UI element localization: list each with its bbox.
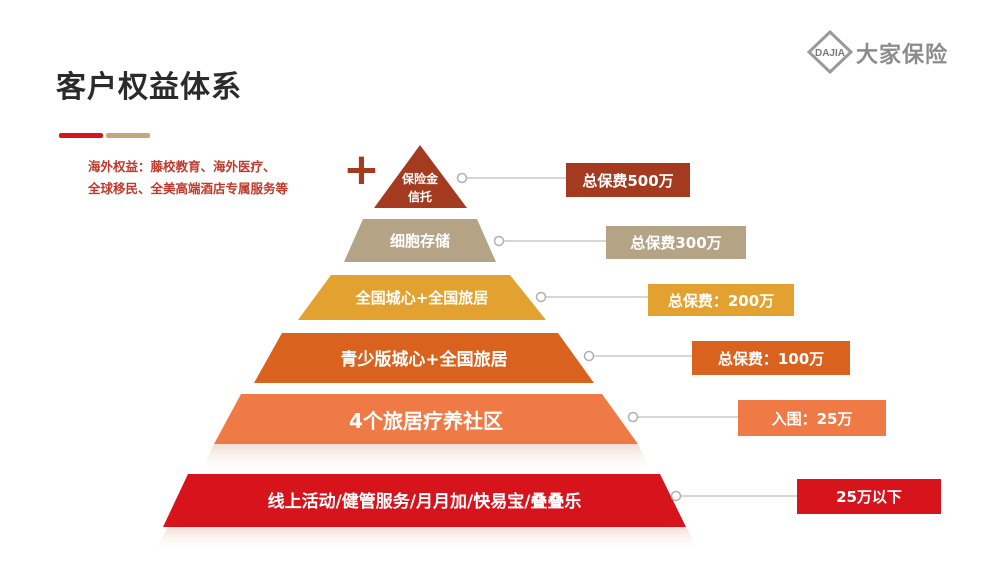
band-6-reflection xyxy=(154,527,700,552)
overseas-line-1: 海外权益：藤校教育、海外医疗、 xyxy=(88,159,276,174)
connector-dot-5 xyxy=(627,411,639,423)
level-3-tag: 总保费：200万 xyxy=(648,284,794,316)
page-title: 客户权益体系 xyxy=(56,70,242,105)
connector-dot-3 xyxy=(535,291,547,303)
brand-mark-text: DAJIA xyxy=(815,48,845,59)
level-2-label: 细胞存储 xyxy=(389,232,450,250)
pyramid-level-6 xyxy=(163,474,686,527)
title-underline-gold xyxy=(106,133,150,138)
overseas-line-2: 全球移民、全美高端酒店专属服务等 xyxy=(88,181,289,196)
level-1-label-line-2: 信托 xyxy=(407,190,432,204)
pyramid-level-3 xyxy=(298,275,546,320)
pyramid-level-2 xyxy=(344,219,496,262)
connector-dot-1 xyxy=(456,172,468,184)
connector-dot-4 xyxy=(583,350,595,362)
overseas-benefits: 海外权益：藤校教育、海外医疗、 全球移民、全美高端酒店专属服务等 xyxy=(88,156,338,200)
band-5-reflection xyxy=(200,444,652,474)
pyramid-level-1 xyxy=(374,145,467,208)
pyramid-level-4 xyxy=(254,333,594,383)
connector-dot-2 xyxy=(493,235,505,247)
plus-icon: + xyxy=(343,144,380,195)
level-5-tag: 入围：25万 xyxy=(738,400,886,436)
level-1-label: 保险金 信托 xyxy=(390,170,450,206)
level-4-label: 青少版城心+全国旅居 xyxy=(340,350,508,370)
level-1-tag: 总保费500万 xyxy=(566,163,690,197)
level-5-label: 4个旅居疗养社区 xyxy=(349,409,503,433)
level-6-tag: 25万以下 xyxy=(797,479,941,514)
level-1-label-line-1: 保险金 xyxy=(401,172,438,186)
brand-logo-icon: DAJIA xyxy=(806,30,854,74)
brand-name: 大家保险 xyxy=(856,43,949,68)
level-6-label: 线上活动/健管服务/月月加/快易宝/叠叠乐 xyxy=(267,492,582,512)
level-4-tag: 总保费：100万 xyxy=(692,341,850,375)
title-underline-red xyxy=(59,133,103,138)
connector-dot-6 xyxy=(670,490,682,502)
pyramid-level-5 xyxy=(214,394,638,444)
level-3-label: 全国城心+全国旅居 xyxy=(355,289,489,307)
level-2-tag: 总保费300万 xyxy=(606,226,746,259)
